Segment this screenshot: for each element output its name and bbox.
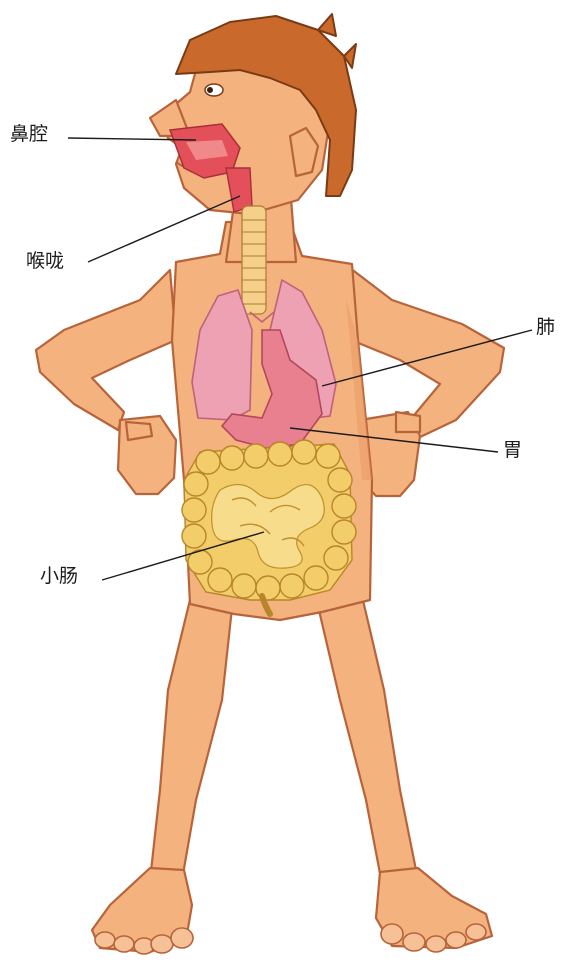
- right-leg: [318, 596, 418, 884]
- label-stomach: 胃: [503, 441, 522, 460]
- left-foot: [92, 868, 193, 954]
- right-foot: [376, 868, 492, 952]
- label-throat: 喉咙: [26, 252, 64, 271]
- label-small-intestine: 小肠: [40, 567, 78, 586]
- left-hand: [118, 416, 176, 494]
- leader-line-throat: [88, 196, 240, 262]
- right-arm: [350, 268, 504, 438]
- label-nasal-cavity: 鼻腔: [10, 125, 48, 144]
- left-arm: [36, 270, 176, 430]
- trachea: [242, 206, 266, 314]
- small-intestine-organ: [182, 440, 356, 614]
- label-lung: 肺: [536, 318, 555, 337]
- left-leg: [150, 600, 232, 880]
